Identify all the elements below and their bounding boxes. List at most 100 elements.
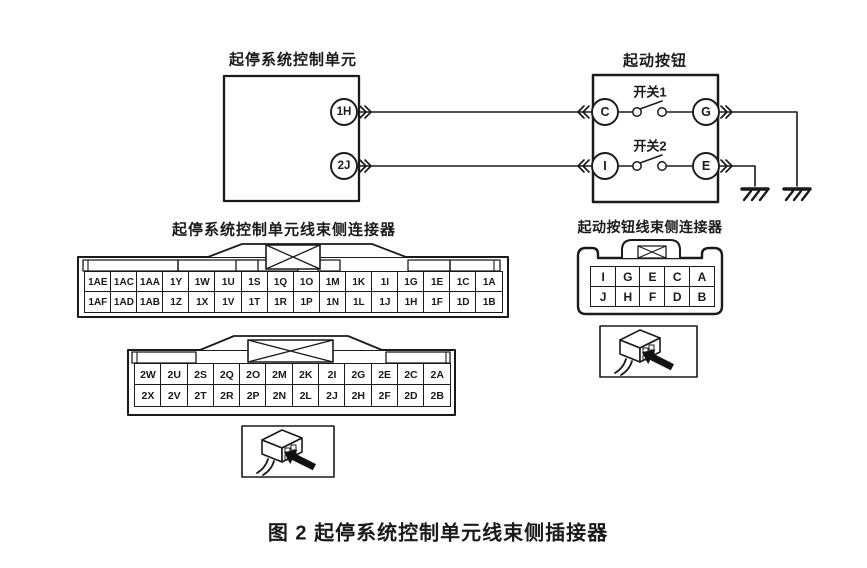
- pin-cell: 2K: [291, 363, 320, 386]
- pin-cell: 2N: [265, 384, 294, 408]
- pin-cell: 1O: [292, 271, 321, 293]
- pin-cell: 1Y: [162, 271, 190, 293]
- pin-cell: G: [614, 266, 641, 288]
- start-button-box: [591, 73, 720, 204]
- pin-cell: 1S: [240, 271, 269, 293]
- pin-cell: 1E: [423, 271, 451, 293]
- pin-cell: 1D: [449, 291, 477, 314]
- pin-cell: 1W: [188, 271, 217, 293]
- pin-cell: 2R: [212, 384, 241, 408]
- pin-cell: 1A: [475, 271, 504, 293]
- pin-cell: I: [590, 266, 617, 288]
- start-button-connector-title: 起动按钮线束侧连接器: [577, 219, 723, 235]
- pin-cell: 2F: [370, 384, 399, 408]
- pin-label-c: C: [600, 105, 610, 119]
- pin-circle-1h: [330, 98, 358, 126]
- pin-cell: E: [639, 266, 666, 288]
- pin-cell: 1AA: [136, 271, 164, 293]
- pin-cell: 1AD: [110, 291, 138, 314]
- pin-cell: A: [688, 266, 716, 288]
- pin-cell: 1L: [344, 291, 373, 314]
- pin-label-i: I: [603, 159, 607, 173]
- pin-cell: 2J: [318, 384, 346, 408]
- pin-label-e: E: [701, 159, 711, 173]
- pin-cell: 2S: [186, 363, 215, 386]
- wire-g-to-ground: [718, 111, 798, 187]
- pin-cell: 1G: [397, 271, 425, 293]
- pin-cell: 1J: [371, 291, 399, 314]
- pin-cell: 2B: [423, 384, 452, 408]
- control-unit-title: 起停系统控制单元: [228, 51, 358, 69]
- pin-circle-e: [692, 152, 720, 180]
- pin-cell: 2X: [134, 384, 162, 408]
- pin-cell: 1Z: [162, 291, 190, 314]
- pin-cell: 1F: [423, 291, 451, 314]
- pin-cell: 2T: [186, 384, 215, 408]
- pin-cell: 2W: [134, 363, 162, 386]
- ground-symbol-e: [740, 187, 770, 202]
- icon-frame-right: [599, 325, 698, 378]
- figure-caption: 图 2 起停系统控制单元线束侧插接器: [267, 522, 609, 545]
- pin-cell: 1V: [214, 291, 243, 314]
- icon-frame-left: [241, 425, 335, 478]
- pin-cell: 1R: [266, 291, 295, 314]
- pin-cell: F: [639, 285, 666, 308]
- pin-cell: 2E: [370, 363, 399, 386]
- pin-cell: 2M: [265, 363, 294, 386]
- pin-cell: 1B: [475, 291, 504, 314]
- control-unit-box: [222, 74, 361, 203]
- pin-cell: 1M: [318, 271, 347, 293]
- control-unit-connector-title: 起停系统控制单元线束侧连接器: [171, 221, 397, 239]
- pin-circle-i: [591, 152, 619, 180]
- pin-label-g: G: [701, 105, 711, 119]
- pin-cell: 1N: [318, 291, 347, 314]
- switch-1-label: 开关1: [633, 84, 667, 100]
- switch-1-symbol: [617, 100, 694, 117]
- pin-circle-c: [591, 98, 619, 126]
- pin-cell: B: [688, 285, 716, 308]
- pin-cell: 2U: [160, 363, 189, 386]
- pin-cell: 2V: [160, 384, 189, 408]
- pin-cell: J: [590, 285, 617, 308]
- pin-cell: 2P: [239, 384, 268, 408]
- pin-cell: 1P: [292, 291, 321, 314]
- pin-circle-g: [692, 98, 720, 126]
- pin-cell: 1AF: [84, 291, 112, 314]
- switch-2-label: 开关2: [633, 138, 667, 154]
- pin-cell: C: [664, 266, 691, 288]
- pin-cell: 1C: [449, 271, 477, 293]
- pin-cell: 1AC: [110, 271, 138, 293]
- switch-2-symbol: [617, 154, 694, 171]
- pin-cell: 1AE: [84, 271, 112, 293]
- pin-cell: 2A: [423, 363, 452, 386]
- pin-cell: 1K: [344, 271, 373, 293]
- wires: [357, 111, 798, 187]
- pin-cell: 1X: [188, 291, 217, 314]
- pin-cell: 1AB: [136, 291, 164, 314]
- pin-terminals: [330, 98, 720, 180]
- ground-symbol-g: [782, 187, 812, 202]
- start-button-title: 起动按钮: [622, 52, 688, 70]
- pin-cell: 2L: [291, 384, 320, 408]
- pin-cell: 2H: [344, 384, 373, 408]
- pin-cell: 2O: [239, 363, 268, 386]
- pin-circle-2j: [330, 152, 358, 180]
- pin-cell: H: [614, 285, 641, 308]
- pin-cell: 1U: [214, 271, 243, 293]
- pin-cell: 1T: [240, 291, 269, 314]
- connector-orientation-icon: [256, 429, 317, 476]
- pin-cell: 2Q: [212, 363, 241, 386]
- pin-cell: 1Q: [266, 271, 295, 293]
- pin-label-1h: 1H: [336, 106, 352, 118]
- pin-cell: 1I: [371, 271, 399, 293]
